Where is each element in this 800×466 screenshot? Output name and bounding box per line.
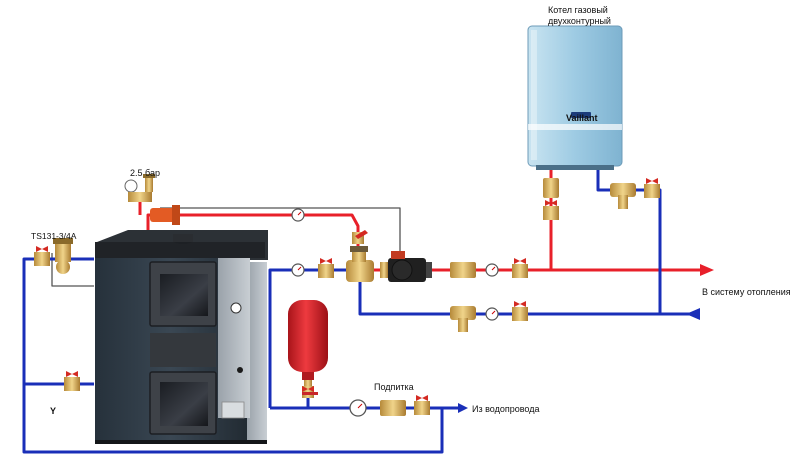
filter-gas-supply bbox=[543, 178, 559, 198]
tank-valve bbox=[302, 386, 314, 392]
return-pipe-from-heating bbox=[358, 275, 700, 316]
ball-valve-makeup bbox=[414, 395, 430, 415]
from-water-label: Из водопровода bbox=[472, 404, 539, 414]
makeup-label: Подпитка bbox=[374, 382, 414, 392]
ball-valve-gas-return bbox=[644, 178, 660, 198]
solid-fuel-stove bbox=[95, 230, 268, 444]
thermo-valve-capillary-line bbox=[51, 253, 94, 287]
pressure-label: 2.5 бар bbox=[130, 168, 160, 178]
union-supply bbox=[450, 262, 476, 278]
to-heating-label: В систему отопления bbox=[702, 287, 791, 297]
ball-valve-drain bbox=[64, 371, 80, 391]
ball-valve-supply-out bbox=[512, 258, 528, 278]
strainer-return bbox=[450, 306, 476, 332]
gas-boiler bbox=[527, 25, 623, 170]
ball-valve-return-out bbox=[512, 301, 528, 321]
drain-symbol: Y bbox=[50, 406, 56, 416]
ball-valve-gas-supply bbox=[543, 200, 559, 220]
boiler-brand: Vaillant bbox=[566, 113, 598, 123]
boiler-title-line2: двухконтурный bbox=[548, 16, 611, 26]
return-arrow-icon bbox=[686, 308, 700, 320]
circulation-pump bbox=[380, 251, 432, 282]
strainer-gas-return bbox=[610, 183, 636, 209]
ball-valve-stove-supply bbox=[318, 258, 334, 278]
safety-group bbox=[124, 174, 180, 225]
expansion-tank bbox=[288, 300, 328, 398]
makeup-filter bbox=[380, 400, 406, 416]
boiler-title-line1: Котел газовый bbox=[548, 5, 608, 15]
sensor-capillary-line bbox=[160, 207, 401, 262]
water-inlet-arrow-icon bbox=[458, 403, 468, 413]
supply-arrow-icon bbox=[700, 264, 714, 276]
thermo-valve-label: TS131-3/4A bbox=[31, 231, 77, 241]
thermostatic-valve-ts131 bbox=[53, 238, 73, 274]
ball-valve-thermo-inlet bbox=[34, 246, 50, 266]
stove-thermometer-icon bbox=[230, 302, 242, 314]
three-way-mixing-valve bbox=[346, 230, 374, 282]
